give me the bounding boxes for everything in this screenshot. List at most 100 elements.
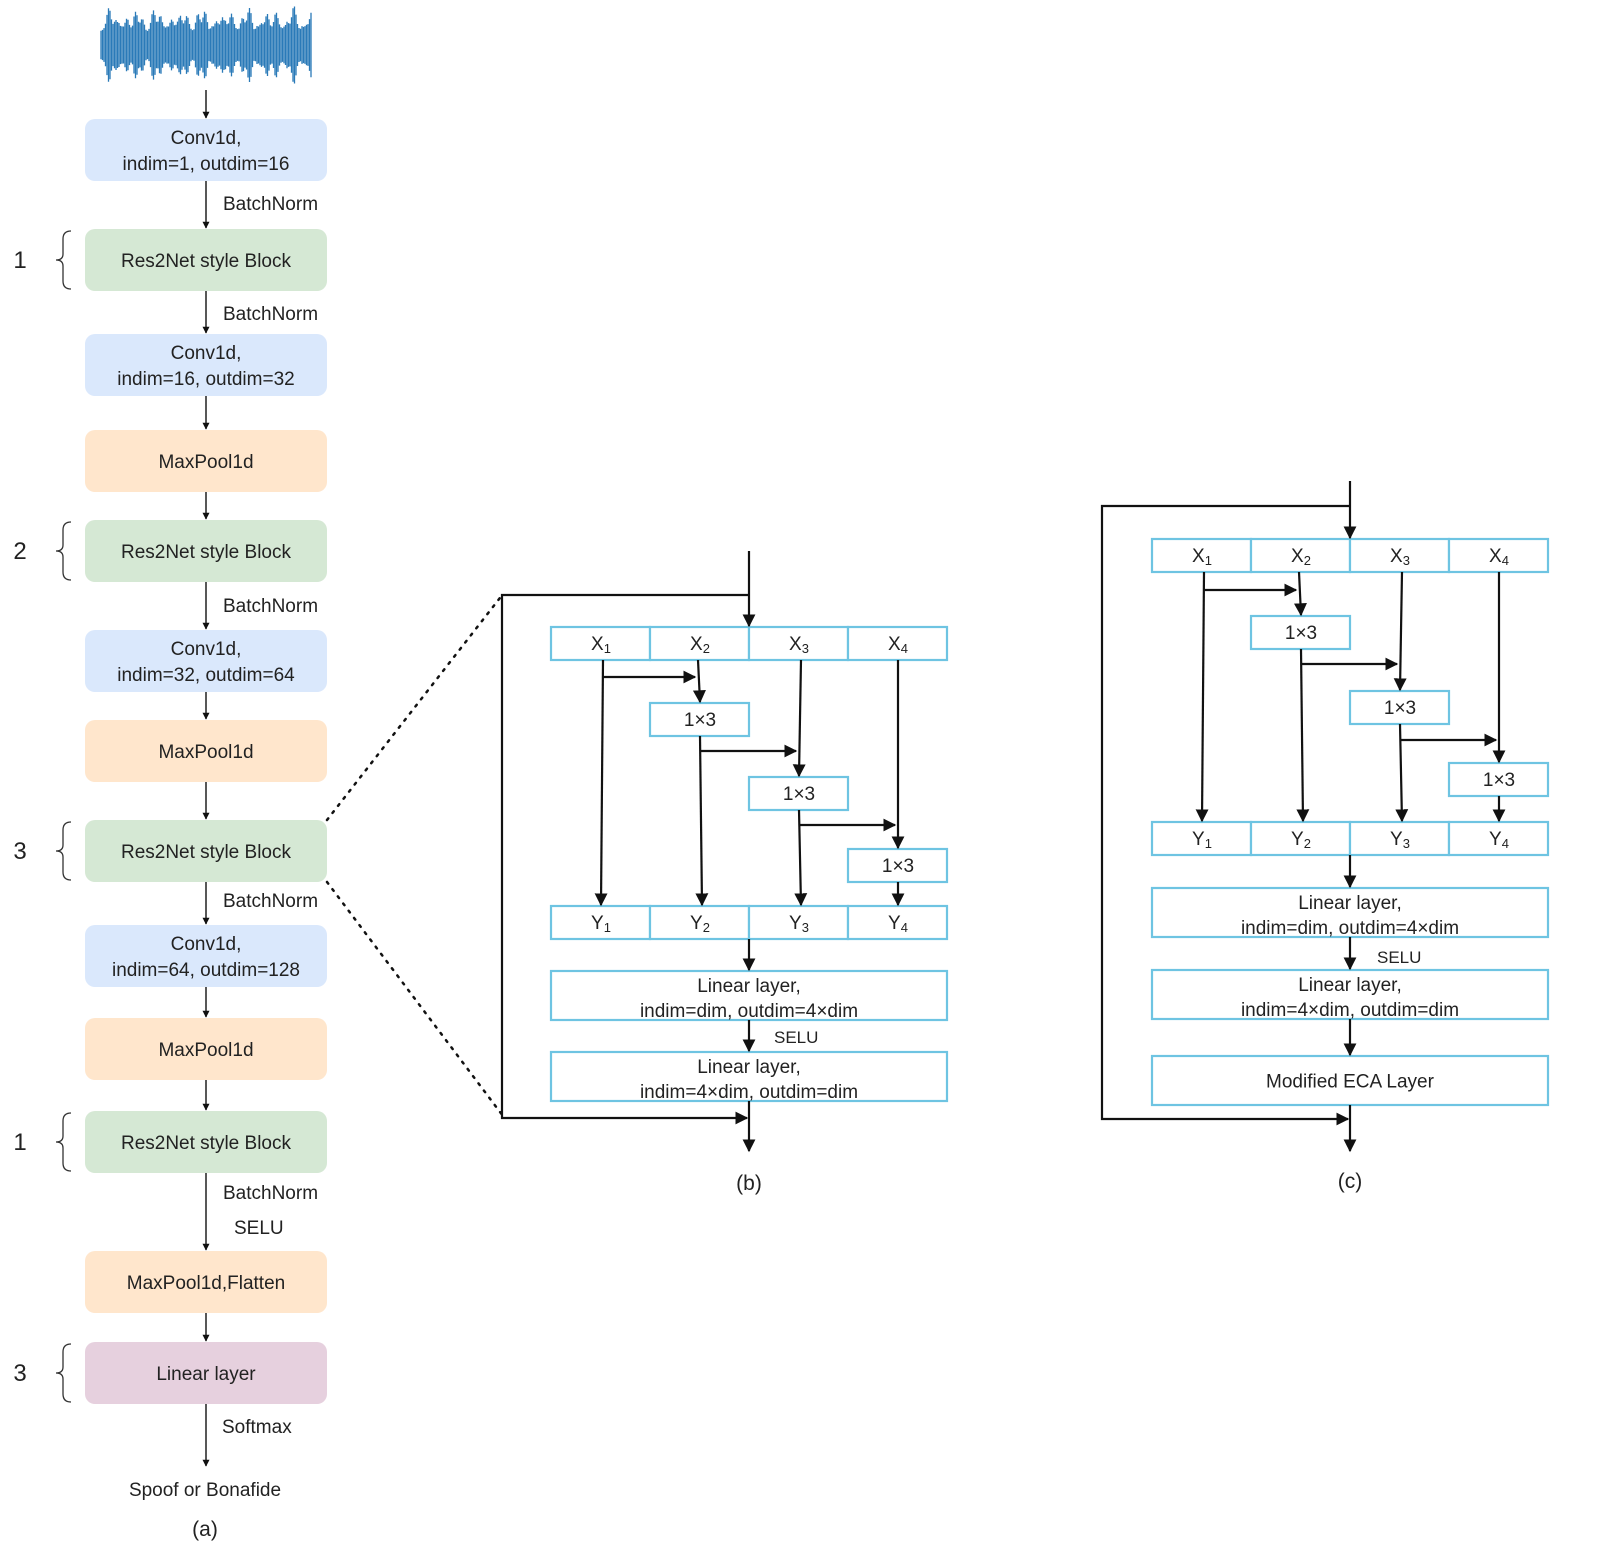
edge-label: BatchNorm <box>223 596 318 617</box>
panel_c-x3-conv-arrow <box>1393 571 1407 692</box>
panel_b-conv1-y2-arrow <box>695 735 709 907</box>
panel_b-linear1-line1: Linear layer, <box>697 976 801 997</box>
block-box <box>85 925 327 987</box>
panel_b-y-label-sub: 3 <box>802 920 809 935</box>
panel_b-x-label-sub: 2 <box>703 641 710 656</box>
repeat-count-3: 1 <box>13 1112 72 1172</box>
panel_c-x-label-base: X <box>1291 546 1304 567</box>
panel_b-x-label-sub: 4 <box>901 641 908 656</box>
panel_c-y-cell <box>1447 820 1550 857</box>
panel_b-x-label-base: X <box>591 634 604 655</box>
block-label: Res2Net style Block <box>121 251 292 272</box>
block-label: MaxPool1d,Flatten <box>127 1273 285 1294</box>
panel_c-x1-y1-arrow <box>1195 571 1209 823</box>
panel_b-x-label: X1 <box>591 634 611 656</box>
panel_b-conv-label: 1×3 <box>882 856 914 877</box>
panel_c-conv2-y3-arrow <box>1395 723 1409 823</box>
panel_b-conv-box <box>747 775 850 812</box>
panel_c-eca-box <box>1150 1054 1550 1107</box>
block-label-line2: indim=32, outdim=64 <box>117 665 295 686</box>
block-label: MaxPool1d <box>158 1040 253 1061</box>
edge-label: BatchNorm <box>223 891 318 912</box>
panel_c-x-label-sub: 1 <box>1205 553 1212 568</box>
block-label: Linear layer <box>156 1364 256 1385</box>
panel_c-x-label: X2 <box>1291 546 1311 568</box>
block-label-line2: indim=64, outdim=128 <box>112 960 300 981</box>
repeat-count-1: 2 <box>13 521 72 581</box>
panel_c-x-cell <box>1348 537 1451 574</box>
panel_c-y-label-base: Y <box>1489 829 1502 850</box>
panel-a-block-res: Res2Net style Block <box>85 1111 327 1173</box>
block-box <box>85 334 327 396</box>
panel-a-block-conv: Conv1d, indim=64, outdim=128 <box>85 925 327 987</box>
panel-a-block-res: Res2Net style Block <box>85 820 327 882</box>
panel_c-linear1-line1: Linear layer, <box>1298 893 1402 914</box>
panel-c-activation: SELU <box>1377 948 1421 967</box>
panel_b-y-label-base: Y <box>591 913 604 934</box>
block-label-line1: Conv1d, <box>171 128 242 149</box>
panel_c-y-label-base: Y <box>1291 829 1304 850</box>
panel-a-block-pool: MaxPool1d,Flatten <box>85 1251 327 1313</box>
panel_b-x-label: X3 <box>789 634 809 656</box>
panel_c-conv-label: 1×3 <box>1384 698 1416 719</box>
panel_b-y-label: Y4 <box>888 913 908 935</box>
repeat-count-number: 1 <box>13 247 26 274</box>
panel_b-linear2-box <box>549 1050 949 1103</box>
brace-icon <box>55 1112 72 1172</box>
panel_c-y-label-sub: 4 <box>1502 836 1509 851</box>
block-box <box>85 1342 327 1404</box>
panel_c-y-label: Y1 <box>1192 829 1212 851</box>
block-label-line1: Conv1d, <box>171 934 242 955</box>
block-label: MaxPool1d <box>158 452 253 473</box>
panel_c-conv-label: 1×3 <box>1483 770 1515 791</box>
panel_c-eca-label: Modified ECA Layer <box>1266 1072 1435 1093</box>
block-box <box>85 630 327 692</box>
edge-label: BatchNorm <box>223 194 318 215</box>
panel_b-x2-conv-arrow <box>692 659 706 704</box>
zoom-line-bottom <box>325 880 505 1118</box>
block-box <box>85 520 327 582</box>
panel-a-block-pool: MaxPool1d <box>85 430 327 492</box>
brace-icon <box>55 821 72 881</box>
panel_c-conv-box <box>1447 761 1550 798</box>
panel_b-linear1-line2: indim=dim, outdim=4×dim <box>640 1001 858 1022</box>
panel_b-x3-conv-arrow <box>792 659 806 778</box>
block-label: Res2Net style Block <box>121 542 292 563</box>
panel_b-conv-label: 1×3 <box>783 784 815 805</box>
panel_b-y-label-sub: 1 <box>604 920 611 935</box>
panel_b-x-label-sub: 1 <box>604 641 611 656</box>
panel_c-x-cell <box>1447 537 1550 574</box>
repeat-count-0: 1 <box>13 230 72 290</box>
panel_c-y-label-base: Y <box>1390 829 1403 850</box>
block-label: Res2Net style Block <box>121 842 292 863</box>
panel_b-x-cell <box>846 625 949 662</box>
panel_b-linear2-line1: Linear layer, <box>697 1057 801 1078</box>
panel-a-block-pool: MaxPool1d <box>85 720 327 782</box>
block-box <box>85 119 327 181</box>
panel_b-linear2-line2: indim=4×dim, outdim=dim <box>640 1082 858 1103</box>
block-box <box>85 1018 327 1080</box>
block-box <box>85 430 327 492</box>
panel_b-x-label-base: X <box>789 634 802 655</box>
panel_c-x2-conv-arrow <box>1293 571 1307 617</box>
panel_c-conv-box <box>1249 614 1352 651</box>
panel_c-y-label-sub: 2 <box>1304 836 1311 851</box>
panel_b-y-label: Y2 <box>690 913 710 935</box>
panel_c-conv-box <box>1348 689 1451 726</box>
edge-label: BatchNorm <box>223 1183 318 1204</box>
panel_c-y-label: Y3 <box>1390 829 1410 851</box>
block-box <box>85 720 327 782</box>
panel_b-y-label: Y3 <box>789 913 809 935</box>
panel_b-x-label-base: X <box>888 634 901 655</box>
edge-label: Softmax <box>222 1417 292 1438</box>
panel_c-linear2-line2: indim=4×dim, outdim=dim <box>1241 1000 1459 1021</box>
panel_c-y-label-base: Y <box>1192 829 1205 850</box>
panel-b-caption: (b) <box>736 1172 762 1195</box>
panel_b-y-label: Y1 <box>591 913 611 935</box>
repeat-count-number: 3 <box>13 838 26 865</box>
panel_b-x-cell <box>549 625 652 662</box>
panel-a-caption: (a) <box>192 1518 218 1541</box>
